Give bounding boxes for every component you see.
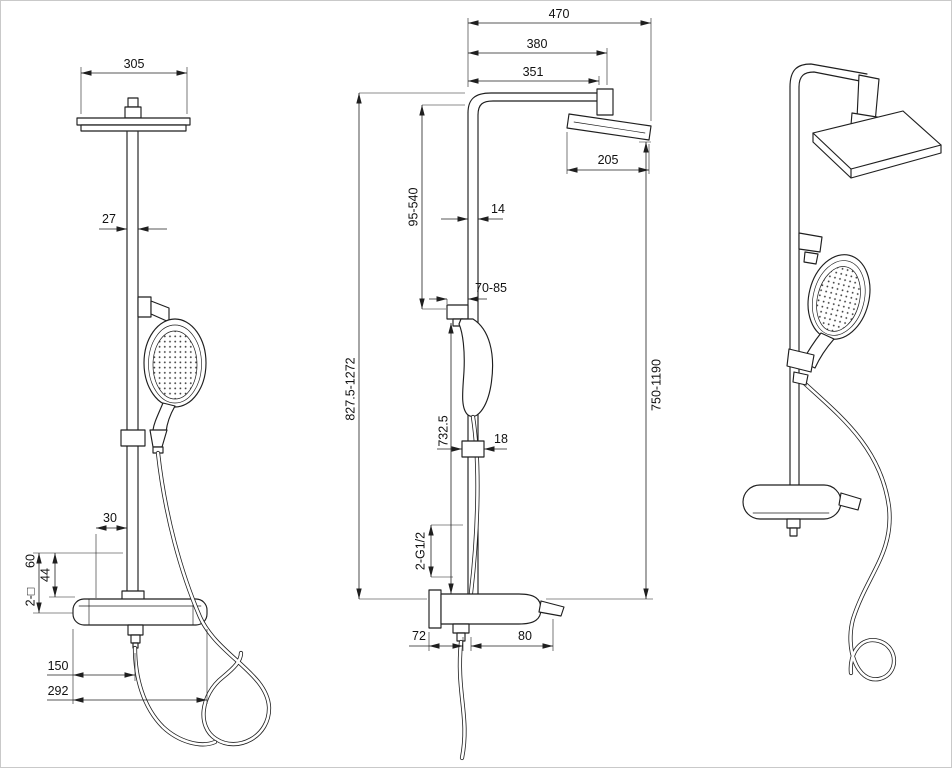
side-hose-lower (457, 639, 467, 761)
dim-head-width: 305 (124, 57, 145, 71)
dim-outlet-center: 150 (48, 659, 69, 673)
front-view: 305 27 30 44 60 2-□ 150 292 (23, 57, 272, 747)
side-valve (428, 589, 565, 642)
dim-thread: 2-G1/2 (413, 532, 427, 570)
iso-hand-shower (786, 254, 871, 386)
dim-head-height: 750-1190 (649, 359, 663, 411)
dim-holes-note: 2-□ (23, 587, 37, 606)
dim-slider-range: 95-540 (406, 187, 420, 226)
side-hose-upper (468, 414, 480, 596)
dim-wall-clearance: 70-85 (475, 281, 507, 295)
dim-union-dia: 18 (494, 432, 508, 446)
side-slider-bracket (446, 304, 469, 327)
dim-offset: 30 (103, 511, 117, 525)
side-dimensions: 470 380 351 205 14 95-540 70-85 827.5-12… (343, 7, 663, 651)
side-hand-shower (458, 318, 494, 417)
front-dimensions: 305 27 30 44 60 2-□ 150 292 (23, 57, 208, 704)
front-hand-shower (137, 296, 207, 454)
iso-pipe (789, 63, 868, 491)
iso-view (742, 63, 942, 682)
dim-head-depth: 205 (598, 153, 619, 167)
dim-column-height: 732.5 (436, 415, 450, 446)
iso-valve (742, 484, 862, 537)
dim-height-overall: 827.5-1272 (343, 357, 357, 420)
dim-outlet-drop: 60 (23, 554, 37, 568)
dim-pipe-width: 27 (102, 212, 116, 226)
dim-bracket-height: 44 (38, 568, 52, 582)
front-hose (132, 450, 272, 747)
dim-pipe-dia: 14 (491, 202, 505, 216)
dim-offset-left: 72 (412, 629, 426, 643)
iso-shower-head (812, 74, 942, 179)
front-pipe (120, 97, 146, 602)
dim-body-width: 292 (48, 684, 69, 698)
side-union-collar (461, 440, 485, 458)
side-shower-head (566, 88, 652, 141)
dim-reach-head-center: 351 (523, 65, 544, 79)
front-valve-shelf (72, 590, 208, 649)
dim-offset-right: 80 (518, 629, 532, 643)
dim-reach-arm: 380 (527, 37, 548, 51)
side-view: 470 380 351 205 14 95-540 70-85 827.5-12… (343, 7, 663, 761)
dim-reach-overall: 470 (549, 7, 570, 21)
front-shower-head (76, 117, 191, 132)
iso-hose (799, 378, 896, 682)
iso-slider-bracket (798, 232, 823, 265)
